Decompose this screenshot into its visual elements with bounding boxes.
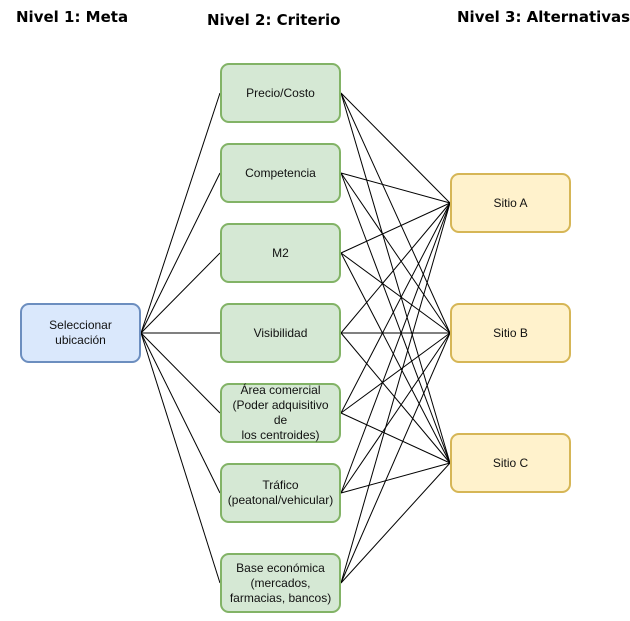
edge-area-comercial-to-sitio-b [340,332,451,414]
criterion-node-competencia: Competencia [220,143,341,203]
edge-trafico-to-sitio-a [340,202,451,494]
goal-node: Seleccionar ubicación [20,303,141,363]
edge-goal-to-precio [140,92,221,334]
edge-area-comercial-to-sitio-a [340,202,451,414]
edge-goal-to-area-comercial [140,332,221,414]
alternative-node-sitio-b: Sitio B [450,303,571,363]
criterion-node-visibilidad: Visibilidad [220,303,341,363]
criterion-node-trafico: Tráfico (peatonal/vehicular) [220,463,341,523]
edge-m2-to-sitio-b [340,252,451,334]
edge-base-economica-to-sitio-c [340,462,451,584]
edge-goal-to-m2 [140,252,221,334]
level-2-title: Nivel 2: Criterio [207,11,341,29]
level-1-title: Nivel 1: Meta [16,8,129,26]
edge-goal-to-competencia [140,172,221,334]
edge-competencia-to-sitio-a [340,172,451,204]
alternative-node-sitio-c: Sitio C [450,433,571,493]
alternative-node-sitio-a: Sitio A [450,173,571,233]
edge-visibilidad-to-sitio-a [340,202,451,334]
edge-competencia-to-sitio-b [340,172,451,334]
edge-goal-to-trafico [140,332,221,494]
edge-precio-to-sitio-b [340,92,451,334]
edge-trafico-to-sitio-b [340,332,451,494]
edge-base-economica-to-sitio-b [340,332,451,584]
edge-precio-to-sitio-a [340,92,451,204]
connector-lines [140,92,451,584]
level-3-title: Nivel 3: Alternativas [457,8,630,26]
criterion-node-base-economica: Base económica (mercados, farmacias, ban… [220,553,341,613]
criterion-node-m2: M2 [220,223,341,283]
edge-m2-to-sitio-a [340,202,451,254]
edge-goal-to-base-economica [140,332,221,584]
criterion-node-precio: Precio/Costo [220,63,341,123]
edge-precio-to-sitio-c [340,92,451,464]
edge-trafico-to-sitio-c [340,462,451,494]
criterion-node-area-comercial: Área comercial (Poder adquisitivo de los… [220,383,341,443]
edge-m2-to-sitio-c [340,252,451,464]
edge-competencia-to-sitio-c [340,172,451,464]
edge-visibilidad-to-sitio-c [340,332,451,464]
edge-base-economica-to-sitio-a [340,202,451,584]
edge-area-comercial-to-sitio-c [340,412,451,464]
